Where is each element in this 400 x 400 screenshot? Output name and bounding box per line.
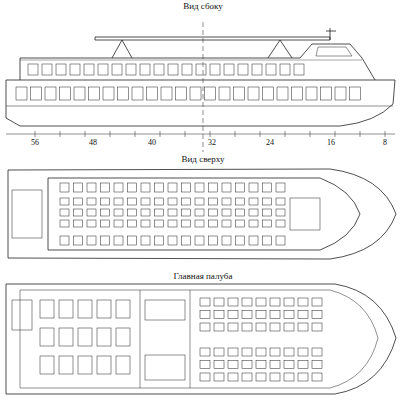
side-view: [6, 22, 395, 152]
frame-number: 16: [325, 139, 337, 148]
midship-line: [203, 22, 204, 152]
canopy: [95, 37, 330, 40]
roof-outline: [48, 178, 360, 250]
top-view: [8, 169, 396, 259]
stair: [12, 300, 32, 330]
wheelhouse-plan: [290, 198, 320, 230]
main-deck: [6, 284, 396, 394]
seat-rows: [40, 298, 322, 381]
stair: [12, 190, 42, 238]
frame-number: 24: [264, 139, 276, 148]
deck-wall: [20, 290, 378, 388]
seat-rows: [60, 183, 285, 245]
canopy-support: [112, 40, 292, 58]
mast: [326, 28, 336, 40]
frame-scale: [6, 134, 395, 135]
hull-plan: [8, 169, 396, 259]
view-title: Вид сбоку: [181, 2, 225, 12]
hull-side: [6, 80, 395, 126]
cabin: [145, 355, 185, 380]
view-title: Вид сверху: [180, 155, 227, 165]
deck-outline: [6, 284, 396, 394]
superstructure: [20, 44, 375, 80]
frame-number: 56: [29, 139, 41, 148]
view-title: Главная палуба: [172, 272, 235, 282]
cabin: [145, 300, 185, 320]
frame-number: 32: [206, 139, 218, 148]
frame-number: 8: [381, 139, 389, 148]
window-row: [16, 64, 385, 137]
frame-number: 40: [146, 139, 158, 148]
wheelhouse-window: [316, 47, 352, 56]
frame-number: 48: [87, 139, 99, 148]
